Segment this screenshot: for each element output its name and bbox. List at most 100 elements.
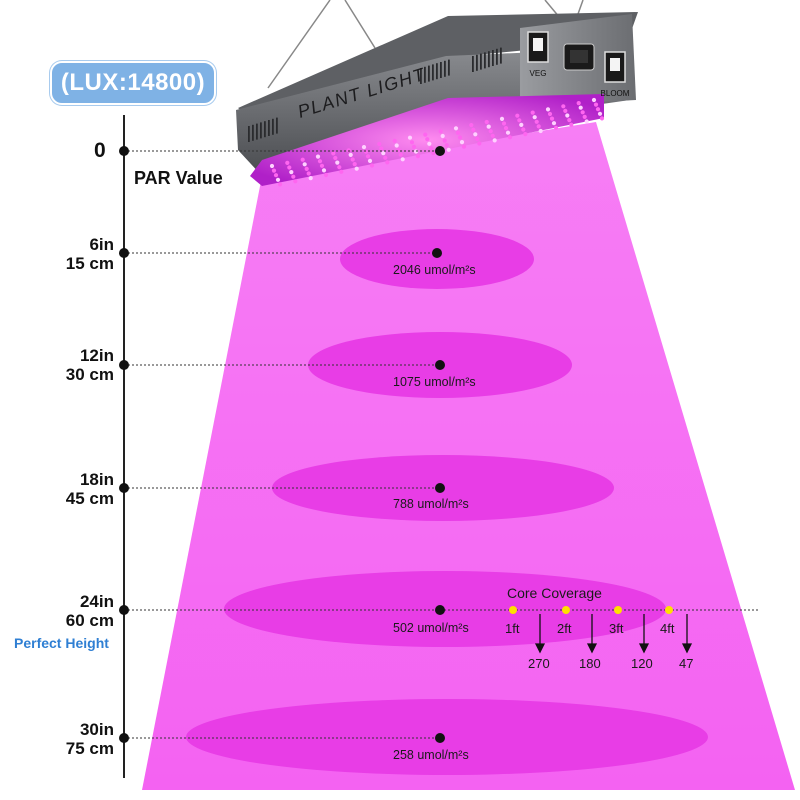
core-coverage-distance: 3ft: [609, 621, 624, 636]
led-dot: [547, 111, 553, 117]
hanging-wire: [577, 0, 584, 15]
led-dot: [545, 107, 551, 112]
led-dot: [477, 141, 482, 146]
led-dot: [425, 137, 430, 142]
led-dot: [352, 162, 357, 167]
par-value-24in: 502 umol/m²s: [393, 621, 469, 635]
vent-slot: [260, 122, 262, 139]
led-dot: [429, 146, 434, 151]
led-dot: [505, 130, 511, 135]
led-array: [269, 97, 605, 187]
led-dot: [398, 152, 403, 157]
vent-slot: [420, 68, 422, 84]
par-value-30in: 258 umol/m²s: [393, 748, 469, 762]
core-coverage-distance: 2ft: [557, 621, 572, 636]
led-dot: [538, 128, 543, 134]
hanging-wire: [344, 0, 376, 49]
core-coverage-distance: 4ft: [660, 621, 675, 636]
led-dot: [549, 116, 555, 121]
vent-slot: [436, 63, 438, 80]
led-dot: [335, 160, 340, 165]
vent-slots: [248, 47, 502, 142]
led-dot: [354, 166, 359, 171]
led-dot: [515, 113, 520, 118]
led-dot: [461, 144, 467, 149]
led-dot: [523, 132, 528, 137]
core-coverage-value: 270: [528, 656, 550, 671]
led-dot: [363, 149, 369, 154]
led-dot: [367, 158, 373, 163]
led-dot: [563, 108, 568, 113]
led-dot: [446, 147, 451, 152]
led-dot: [269, 163, 275, 169]
led-dot: [379, 146, 384, 151]
perfect-height-label: Perfect Height: [14, 635, 109, 651]
par-ellipse-6in: [340, 229, 534, 289]
led-dot: [350, 157, 355, 162]
led-dot: [348, 152, 353, 157]
led-dot: [567, 118, 572, 123]
led-dot: [536, 124, 541, 129]
led-dot: [302, 162, 307, 167]
scale-dots: [119, 146, 129, 743]
par-value-6in: 2046 umol/m²s: [393, 263, 476, 277]
led-dot: [361, 145, 367, 150]
led-dot: [484, 119, 489, 125]
vent-slot: [448, 59, 450, 76]
led-dot: [392, 138, 397, 143]
led-dot: [339, 169, 344, 174]
led-dot: [440, 133, 445, 139]
led-dot: [273, 173, 279, 178]
vent-slot: [484, 52, 486, 69]
vent-slot: [272, 118, 274, 135]
led-dot: [475, 136, 480, 141]
vent-slot: [248, 126, 250, 142]
led-dot: [490, 133, 495, 138]
led-dot: [488, 129, 493, 134]
core-coverage-arrows: [534, 614, 693, 654]
led-dot: [319, 163, 325, 168]
led-dot: [438, 129, 443, 134]
led-dot: [576, 101, 581, 106]
led-dot: [271, 168, 277, 173]
led-dot: [534, 119, 539, 124]
par-value-18in: 788 umol/m²s: [393, 497, 469, 511]
led-dot: [595, 107, 601, 112]
vent-slot: [428, 65, 430, 82]
led-dot: [492, 138, 497, 143]
center-dots: [432, 146, 445, 743]
led-dot: [442, 138, 447, 143]
core-coverage-value: 120: [631, 656, 653, 671]
vent-slot: [492, 50, 494, 66]
led-dot: [285, 160, 290, 165]
led-dot: [519, 122, 524, 127]
led-dot: [365, 154, 371, 159]
led-dot: [333, 155, 338, 161]
led-dot: [291, 174, 296, 179]
core-coverage-title: Core Coverage: [507, 585, 602, 601]
led-dot: [517, 118, 522, 123]
led-dot: [287, 165, 292, 170]
par-value-12in: 1075 umol/m²s: [393, 375, 476, 389]
led-dot: [308, 176, 313, 181]
led-dot: [346, 148, 351, 153]
led-dot: [532, 115, 537, 120]
led-dot: [427, 141, 432, 146]
led-dot: [499, 116, 505, 121]
led-dot: [580, 110, 585, 115]
led-dot: [565, 113, 570, 118]
hanging-wire: [267, 0, 331, 89]
led-dot: [569, 122, 574, 127]
veg-switch-label: VEG: [530, 69, 547, 78]
led-dot: [507, 135, 513, 140]
led-dot: [582, 114, 587, 119]
led-dot: [551, 121, 557, 126]
led-dot: [381, 151, 386, 156]
vent-slot: [500, 47, 502, 64]
bloom-switch-label: BLOOM: [601, 89, 630, 98]
core-coverage-distance: 1ft: [505, 621, 520, 636]
led-dot: [306, 171, 311, 176]
